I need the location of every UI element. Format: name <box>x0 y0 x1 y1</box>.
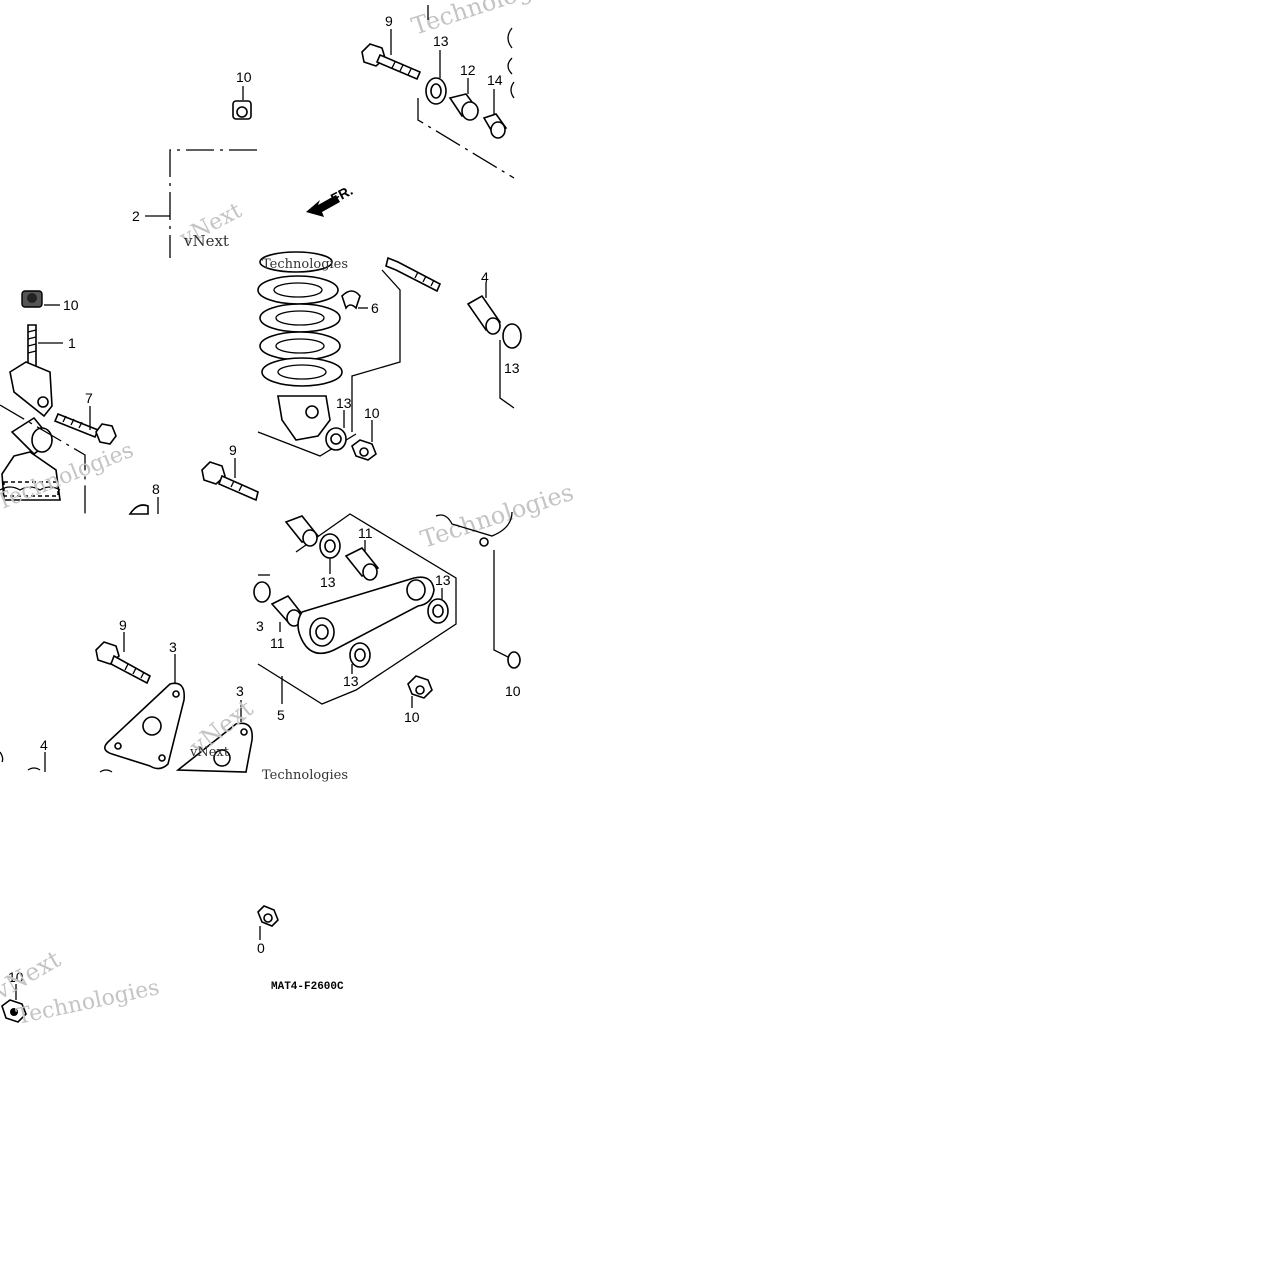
bushing-icon[interactable] <box>502 323 522 349</box>
watermark: Technologies <box>417 478 577 554</box>
tile-top-left: 10 2 vNext vNext <box>132 69 257 258</box>
bushing-icon[interactable] <box>325 427 347 451</box>
callout-9: 9 <box>119 617 127 633</box>
callout-10: 10 <box>236 69 252 85</box>
callout-14: 14 <box>487 72 503 88</box>
callout-2: 2 <box>132 208 140 224</box>
callout-3: 3 <box>236 683 244 699</box>
bushing-icon[interactable] <box>425 77 447 105</box>
plate-icon[interactable] <box>175 722 253 773</box>
callout-10: 0 <box>257 940 265 956</box>
callout-13: 13 <box>433 33 449 49</box>
bolt-icon[interactable] <box>361 43 422 81</box>
bushing-icon[interactable] <box>128 504 149 515</box>
bushing-icon[interactable] <box>319 533 341 559</box>
bolt-icon[interactable] <box>95 641 152 685</box>
callout-4: 4 <box>40 737 48 753</box>
plate-icon[interactable] <box>104 682 186 770</box>
watermark-text: Technologies <box>262 257 348 272</box>
clip-icon[interactable] <box>341 290 361 310</box>
watermark-text: Technologies <box>262 768 348 783</box>
bushing-icon[interactable] <box>466 294 502 335</box>
tile-mid-right: 6 13 10 4 13 Technologies <box>257 251 522 461</box>
callout-4: 4 <box>481 269 489 285</box>
callout-12: 12 <box>460 62 476 78</box>
nut-icon[interactable] <box>407 675 433 699</box>
link-icon[interactable] <box>297 576 435 655</box>
tile-top-right: Technologies 9 13 12 <box>306 0 568 217</box>
svg-text:Technologies: Technologies <box>417 478 577 554</box>
tile-lower-right: Technologies 13 11 3 <box>253 478 577 783</box>
callout-11: 11 <box>358 525 373 541</box>
nut-icon[interactable] <box>1 999 27 1023</box>
callout-13: 13 <box>320 574 336 590</box>
nut-icon[interactable] <box>232 100 252 120</box>
callout-1: 1 <box>68 335 76 351</box>
watermark-text: vNext <box>183 232 229 250</box>
tile-bottom-right: 0 MAT4-F2600C <box>257 905 344 993</box>
tile-bottom-left: 10 vNext Technologies <box>0 945 162 1030</box>
callout-9: 9 <box>229 442 237 458</box>
callout-3: 3 <box>169 639 177 655</box>
bolt-icon[interactable] <box>53 412 117 445</box>
callout-13: 13 <box>435 572 451 588</box>
callout-13: 13 <box>504 360 520 376</box>
direction-arrow-icon <box>306 195 340 217</box>
callout-8: 8 <box>152 481 160 497</box>
callout-10: 10 <box>63 297 79 313</box>
callout-10: 10 <box>505 683 521 699</box>
callout-11: 11 <box>270 635 285 651</box>
callout-7: 7 <box>85 390 93 406</box>
callout-10: 10 <box>404 709 420 725</box>
bushing-icon[interactable] <box>349 642 371 668</box>
callout-6: 6 <box>371 300 379 316</box>
bushing-icon[interactable] <box>482 113 508 139</box>
bushing-icon[interactable] <box>344 546 380 581</box>
drawing-code: MAT4-F2600C <box>271 981 344 993</box>
bushing-icon[interactable] <box>427 598 449 624</box>
callout-13: 13 <box>336 395 352 411</box>
bolt-icon[interactable] <box>201 461 259 502</box>
tile-lower-left: 9 3 3 4 vNext vNext <box>0 617 259 773</box>
nut-icon[interactable] <box>257 905 279 927</box>
spring-icon[interactable] <box>257 251 343 441</box>
bushing-icon[interactable] <box>448 93 480 121</box>
watermark-text: vNext <box>189 745 230 760</box>
bushing-icon[interactable] <box>284 515 320 547</box>
shock-body-top[interactable] <box>0 416 61 501</box>
bolt-icon[interactable] <box>385 256 442 293</box>
callout-10: 10 <box>364 405 380 421</box>
tile-mid-left: 10 1 7 <box>0 290 259 516</box>
shock-upper-mount[interactable] <box>9 324 53 418</box>
callout-9: 9 <box>385 13 393 29</box>
callout-3: 3 <box>256 618 264 634</box>
callout-13: 13 <box>343 673 359 689</box>
nut-icon[interactable] <box>351 439 377 461</box>
callout-10: 10 <box>8 969 24 985</box>
callout-5: 5 <box>277 707 285 723</box>
nut-icon[interactable] <box>21 290 43 308</box>
